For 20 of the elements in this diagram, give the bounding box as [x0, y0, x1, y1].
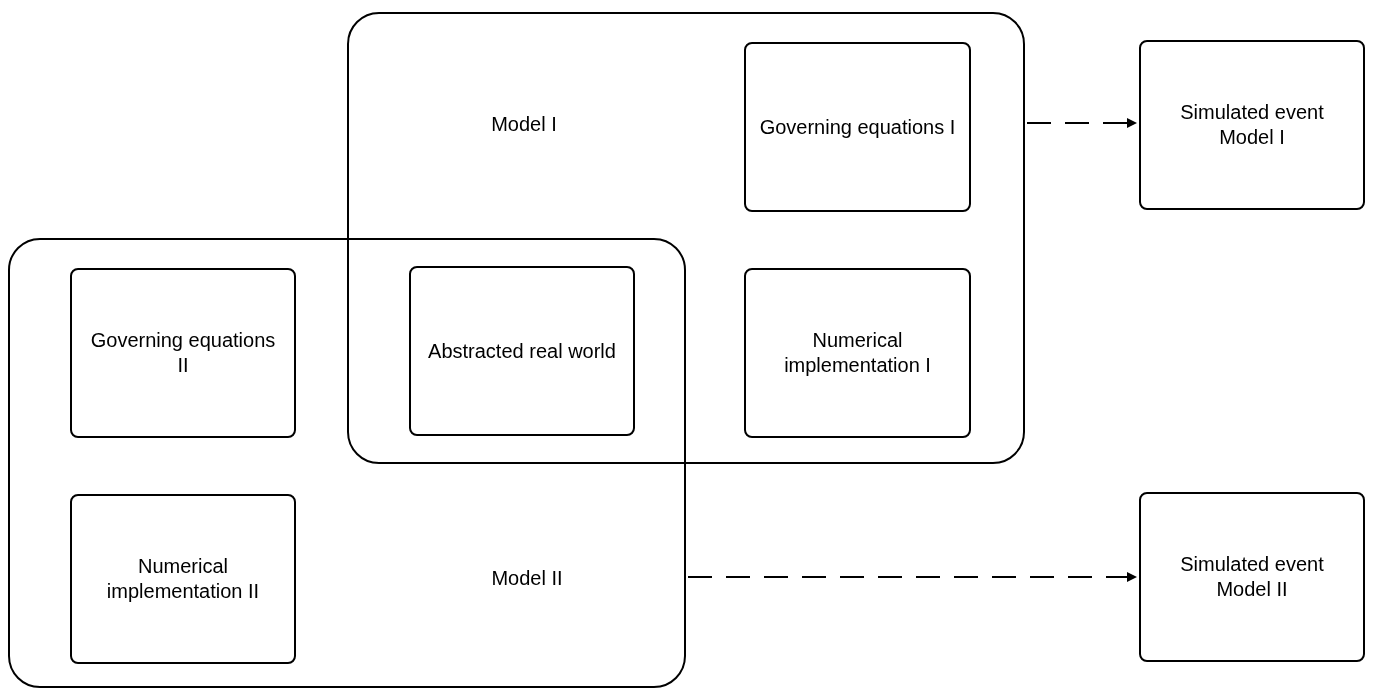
dashed-arrow	[687, 572, 1138, 582]
box-label: Numerical implementation II	[105, 554, 261, 604]
box-label: Simulated event Model II	[1179, 552, 1325, 602]
process-box	[70, 268, 296, 438]
process-box	[744, 42, 971, 212]
group-label: Model II	[490, 566, 564, 591]
dashed-arrow	[1026, 118, 1138, 128]
process-box	[1139, 40, 1365, 210]
group-container	[347, 12, 1025, 464]
process-box	[409, 266, 635, 436]
group-container	[8, 238, 686, 688]
process-box	[1139, 492, 1365, 662]
process-box	[70, 494, 296, 664]
box-label: Numerical implementation I	[783, 328, 932, 378]
group-label: Model I	[490, 112, 558, 137]
box-label: Governing equations I	[759, 114, 956, 140]
process-box	[744, 268, 971, 438]
box-label: Abstracted real world	[428, 338, 616, 364]
box-label: Governing equations II	[89, 328, 277, 378]
box-label: Simulated event Model I	[1179, 100, 1325, 150]
